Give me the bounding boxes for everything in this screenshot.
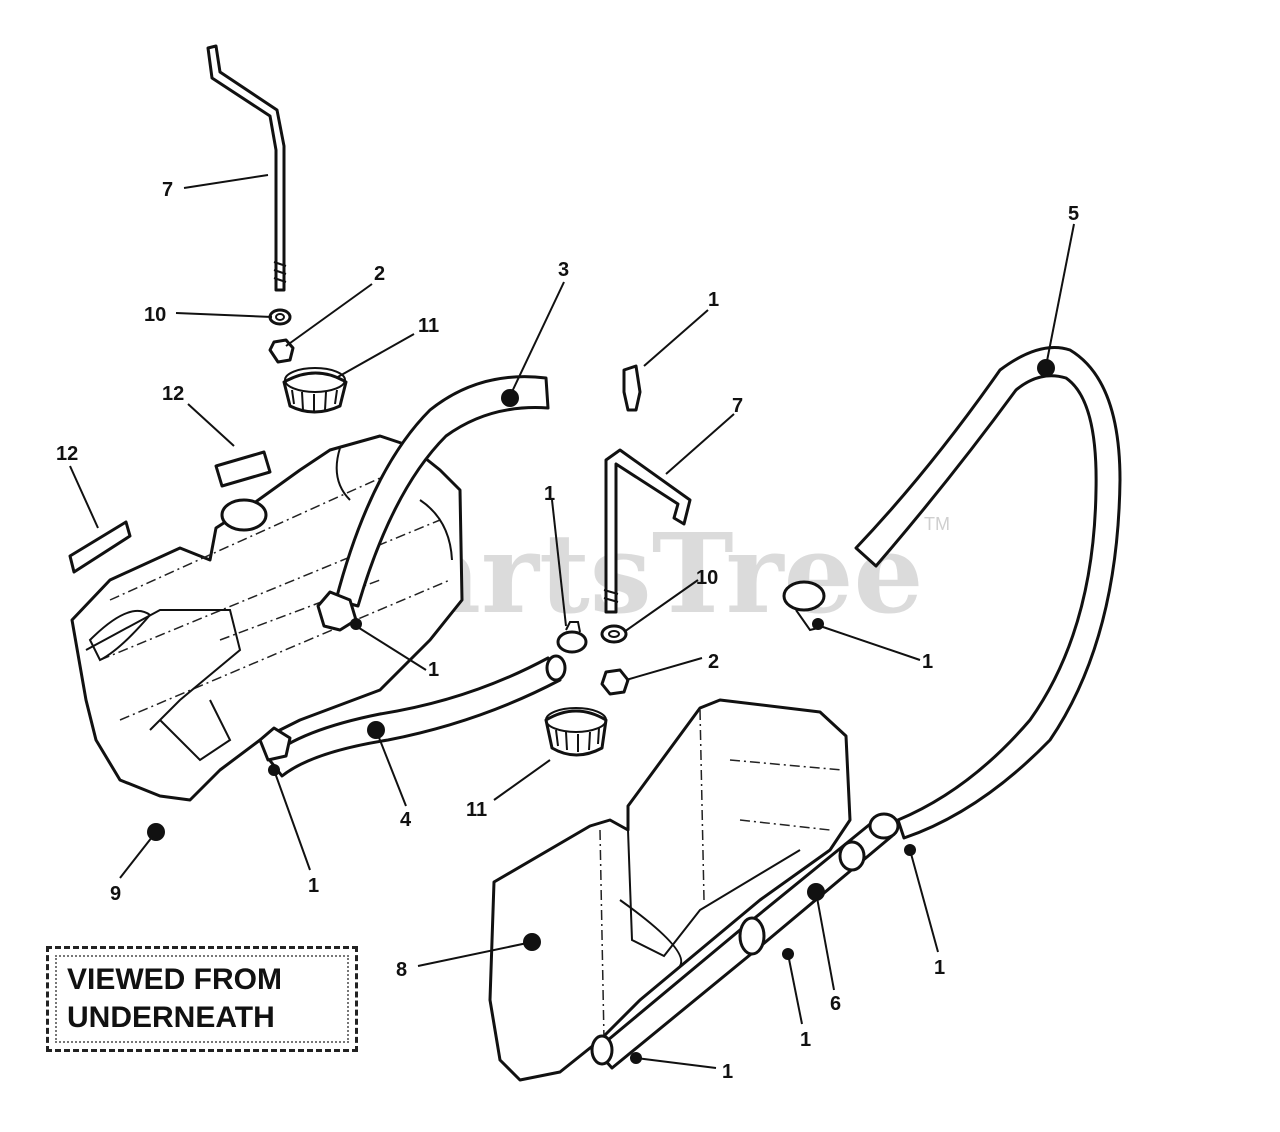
part-clip-top xyxy=(622,364,642,412)
callout-3-hose: 3 xyxy=(558,259,569,281)
part-clamp-left-tank xyxy=(258,590,358,762)
callout-10-washer-left: 10 xyxy=(144,304,166,326)
part-rod-right xyxy=(603,448,692,614)
part-hose-6 xyxy=(590,812,900,1070)
callout-7-rod-left: 7 xyxy=(162,179,173,201)
part-fuel-tank-right xyxy=(488,698,852,1082)
callout-2-nut-right: 2 xyxy=(708,651,719,673)
part-clamp-middle xyxy=(556,621,588,654)
callout-1-clamp-tank-right: 1 xyxy=(722,1061,733,1083)
callout-dots xyxy=(147,359,1055,1064)
callout-1-clip-top: 1 xyxy=(708,289,719,311)
callout-labels: 7 10 2 11 12 12 3 1 7 5 1 10 2 1 1 4 11 … xyxy=(56,179,1079,1083)
part-hose-5 xyxy=(854,346,1122,840)
callout-leaders xyxy=(69,174,1075,1069)
callout-11-cap-left: 11 xyxy=(418,315,439,337)
callout-1-clamp-hose-end: 1 xyxy=(934,957,945,979)
part-pad-upper xyxy=(214,450,272,488)
callout-6-hose: 6 xyxy=(830,993,841,1015)
callout-1-clamp-left-tank: 1 xyxy=(428,659,439,681)
callout-1-clamp-hose-mid: 1 xyxy=(800,1029,811,1051)
watermark-trademark: TM xyxy=(924,514,950,534)
callout-1-clamp-right: 1 xyxy=(922,651,933,673)
part-washer-right xyxy=(600,624,628,644)
callout-12-pad-upper: 12 xyxy=(162,383,184,405)
callout-7-rod-right: 7 xyxy=(732,395,743,417)
part-nut-right xyxy=(600,668,630,696)
view-note-box: VIEWED FROM UNDERNEATH xyxy=(46,946,358,1052)
callout-12-pad-lower: 12 xyxy=(56,443,78,465)
part-hose-3 xyxy=(334,375,550,608)
callout-4-hose: 4 xyxy=(400,809,412,831)
callout-2-nut-left: 2 xyxy=(374,263,385,285)
part-cap-right xyxy=(544,707,608,757)
part-pad-lower xyxy=(68,520,132,574)
part-cap-left xyxy=(282,367,348,414)
part-washer-left xyxy=(268,308,292,326)
callout-10-washer-right: 10 xyxy=(696,567,718,589)
part-hose-4 xyxy=(266,654,567,778)
callout-5-hose: 5 xyxy=(1068,203,1079,225)
view-note-text: VIEWED FROM UNDERNEATH xyxy=(67,963,282,1034)
view-note-border xyxy=(55,955,349,1043)
part-rod-left xyxy=(206,44,287,292)
callout-9-tank-left: 9 xyxy=(110,883,121,905)
callout-1-clamp-middle: 1 xyxy=(544,483,555,505)
callout-8-tank-right: 8 xyxy=(396,959,407,981)
callout-1-clamp-tank-bottom: 1 xyxy=(308,875,319,897)
callout-11-cap-right: 11 xyxy=(466,799,487,821)
